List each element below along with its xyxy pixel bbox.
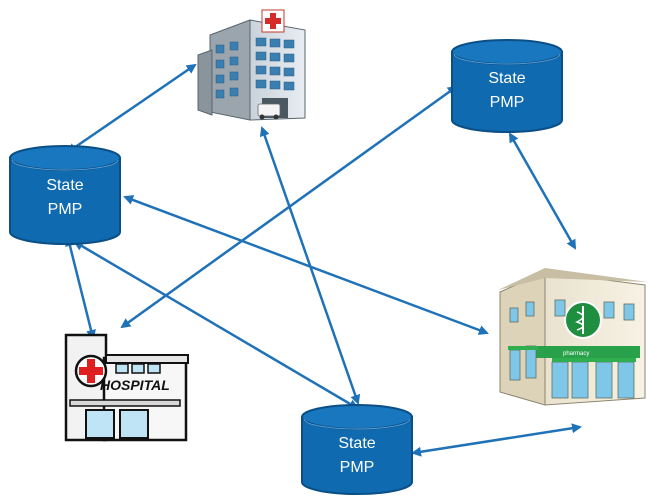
database-label-top-right-line2: PMP [489, 94, 525, 111]
arrow-db-bottom-to-pharmacy [411, 423, 582, 457]
arrow-db-left-to-pharmacy [123, 195, 489, 335]
database-cylinder-top-right [451, 39, 563, 133]
database-label-left-line1: State [46, 177, 84, 194]
pharmacy-sign-text: pharmacy [563, 351, 589, 357]
database-label-left-line2: PMP [47, 201, 83, 218]
database-label-top-right-line1: State [488, 70, 526, 87]
database-label-top-right: State PMP [462, 67, 552, 115]
hospital-cartoon-icon: HOSPITAL [64, 333, 189, 442]
arrow-db-top-right-to-pharmacy [508, 132, 577, 250]
database-cylinder-bottom [301, 404, 413, 495]
hospital-sign-text: HOSPITAL [100, 377, 170, 393]
connections [65, 63, 582, 457]
pharmacy-icon: pharmacy [498, 268, 648, 406]
database-label-left: State PMP [20, 174, 110, 222]
hospital-building-icon [197, 9, 306, 121]
database-label-bottom-line2: PMP [339, 459, 375, 476]
arrow-db-left-to-hospital-cartoon [65, 236, 96, 340]
database-cylinder-left [9, 145, 121, 245]
arrow-db-top-right-to-hospital-cartoon [120, 85, 458, 329]
database-label-bottom: State PMP [312, 432, 402, 480]
database-label-bottom-line1: State [338, 435, 376, 452]
arrow-db-left-to-hospital-building [66, 63, 197, 154]
